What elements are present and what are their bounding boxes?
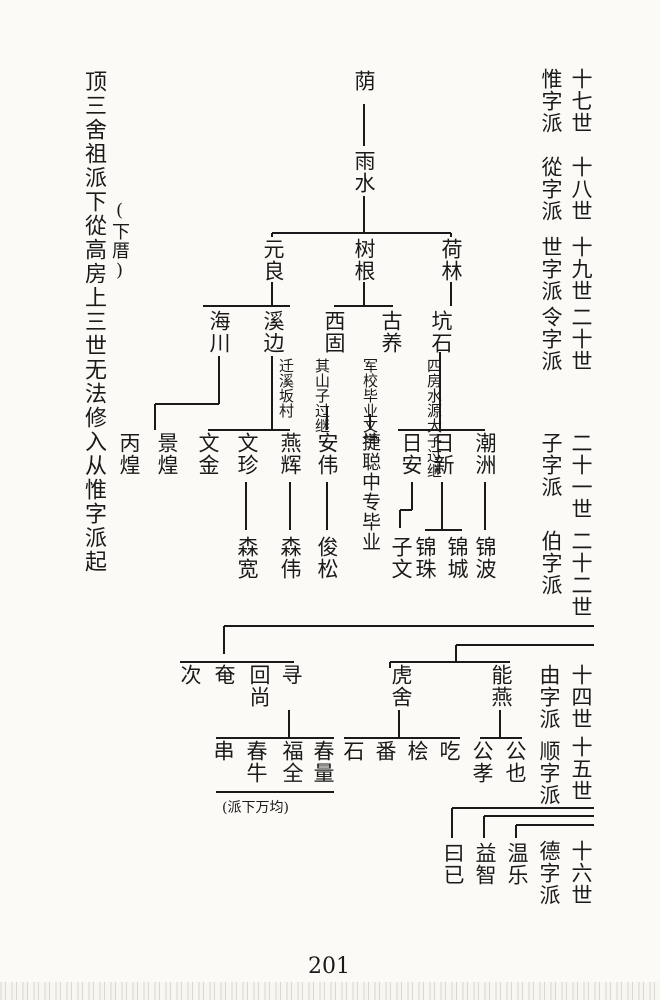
person-gen21: 文金 xyxy=(196,432,220,476)
pai-label-22: 伯字派 xyxy=(539,530,563,596)
person-gen15: 吃 xyxy=(437,740,461,762)
person-gen20: 坑石 xyxy=(429,310,453,354)
gen-label-18: 十八世 xyxy=(569,156,593,222)
person-gen21: 潮洲 xyxy=(473,432,497,476)
person-gen19: 树根 xyxy=(352,238,376,282)
pai-label-20: 令字派 xyxy=(539,306,563,372)
pai-label-14: 由字派 xyxy=(537,664,561,730)
scan-edge xyxy=(0,982,660,1000)
person-gen21: 景煌 xyxy=(155,432,179,476)
pai-label-15: 顺字派 xyxy=(537,740,561,806)
gen-label-20: 二十世 xyxy=(569,306,593,372)
person-gen16: 温乐 xyxy=(505,842,529,886)
pai-label-19: 世字派 xyxy=(539,236,563,302)
person-gen14: 虎舍 xyxy=(389,664,413,708)
gen-label-17: 十七世 xyxy=(569,68,593,134)
pai-label-18: 從字派 xyxy=(539,156,563,222)
person-gen14: 回尚 xyxy=(247,664,271,708)
note-military-school: 军校毕业文学 xyxy=(361,358,379,448)
person-gen21: 安伟 xyxy=(315,432,339,476)
person-gen15: 春量 xyxy=(311,740,335,784)
pai-label-16: 德字派 xyxy=(537,840,561,906)
gen15-note: (派下万均) xyxy=(222,800,289,816)
person-gen21: 日安 xyxy=(399,432,423,476)
person-gen22: 子文 xyxy=(389,536,413,580)
gen-label-14: 十四世 xyxy=(569,664,593,730)
gen-label-22: 二十二世 xyxy=(569,530,593,618)
person-gen16: 益智 xyxy=(473,842,497,886)
person-gen14: 能燕 xyxy=(489,664,513,708)
person-gen19: 荷林 xyxy=(439,238,463,282)
person-gen22: 森宽 xyxy=(235,536,259,580)
page-number: 201 xyxy=(308,954,350,979)
gen-label-15: 十五世 xyxy=(569,736,593,802)
person-gen14: 寻 xyxy=(279,664,303,686)
note-relocation: 迁溪坂村 xyxy=(277,358,295,418)
side-note-sub: (下厝) xyxy=(109,200,130,282)
note-adoption: 其山子过继 xyxy=(313,358,331,433)
person-gen21: 捷聪中专毕业 xyxy=(359,432,381,552)
person-gen15: 串 xyxy=(211,740,235,762)
note-adoption-fourth-house: 四房水源大子过继 xyxy=(425,358,443,478)
person-gen20: 海川 xyxy=(207,310,231,354)
side-note-main: 顶三舍祖派下從高房上三世无法修入从惟字派起 xyxy=(81,70,106,574)
person-gen18: 雨水 xyxy=(352,150,376,194)
person-gen21: 文珍 xyxy=(235,432,259,476)
person-gen15: 石 xyxy=(341,740,365,762)
pai-label-21: 子字派 xyxy=(539,432,563,498)
person-gen14: 奄 xyxy=(212,664,236,686)
person-gen22: 锦波 xyxy=(473,536,497,580)
person-gen21: 丙煌 xyxy=(117,432,141,476)
person-gen22: 俊松 xyxy=(315,536,339,580)
person-gen22: 森伟 xyxy=(278,536,302,580)
person-gen15: 桧 xyxy=(405,740,429,762)
person-gen15: 公也 xyxy=(503,740,527,784)
person-gen21: 燕辉 xyxy=(278,432,302,476)
pai-label-17: 惟字派 xyxy=(539,68,563,134)
person-root: 荫 xyxy=(352,70,376,92)
person-gen16: 曰已 xyxy=(441,842,465,886)
person-gen14: 次 xyxy=(178,664,202,686)
gen-label-16: 十六世 xyxy=(569,840,593,906)
person-gen19: 元良 xyxy=(261,238,285,282)
gen-label-19: 十九世 xyxy=(569,236,593,302)
person-gen20: 溪边 xyxy=(261,310,285,354)
person-gen15: 公孝 xyxy=(470,740,494,784)
person-gen22: 锦珠 xyxy=(413,536,437,580)
person-gen20: 西固 xyxy=(322,310,346,354)
person-gen15: 春牛 xyxy=(244,740,268,784)
person-gen15: 番 xyxy=(373,740,397,762)
person-gen21: 日新 xyxy=(431,432,455,476)
person-gen22: 锦城 xyxy=(445,536,469,580)
gen-label-21: 二十一世 xyxy=(569,432,593,520)
person-gen15: 福全 xyxy=(280,740,304,784)
person-gen20: 古养 xyxy=(379,310,403,354)
